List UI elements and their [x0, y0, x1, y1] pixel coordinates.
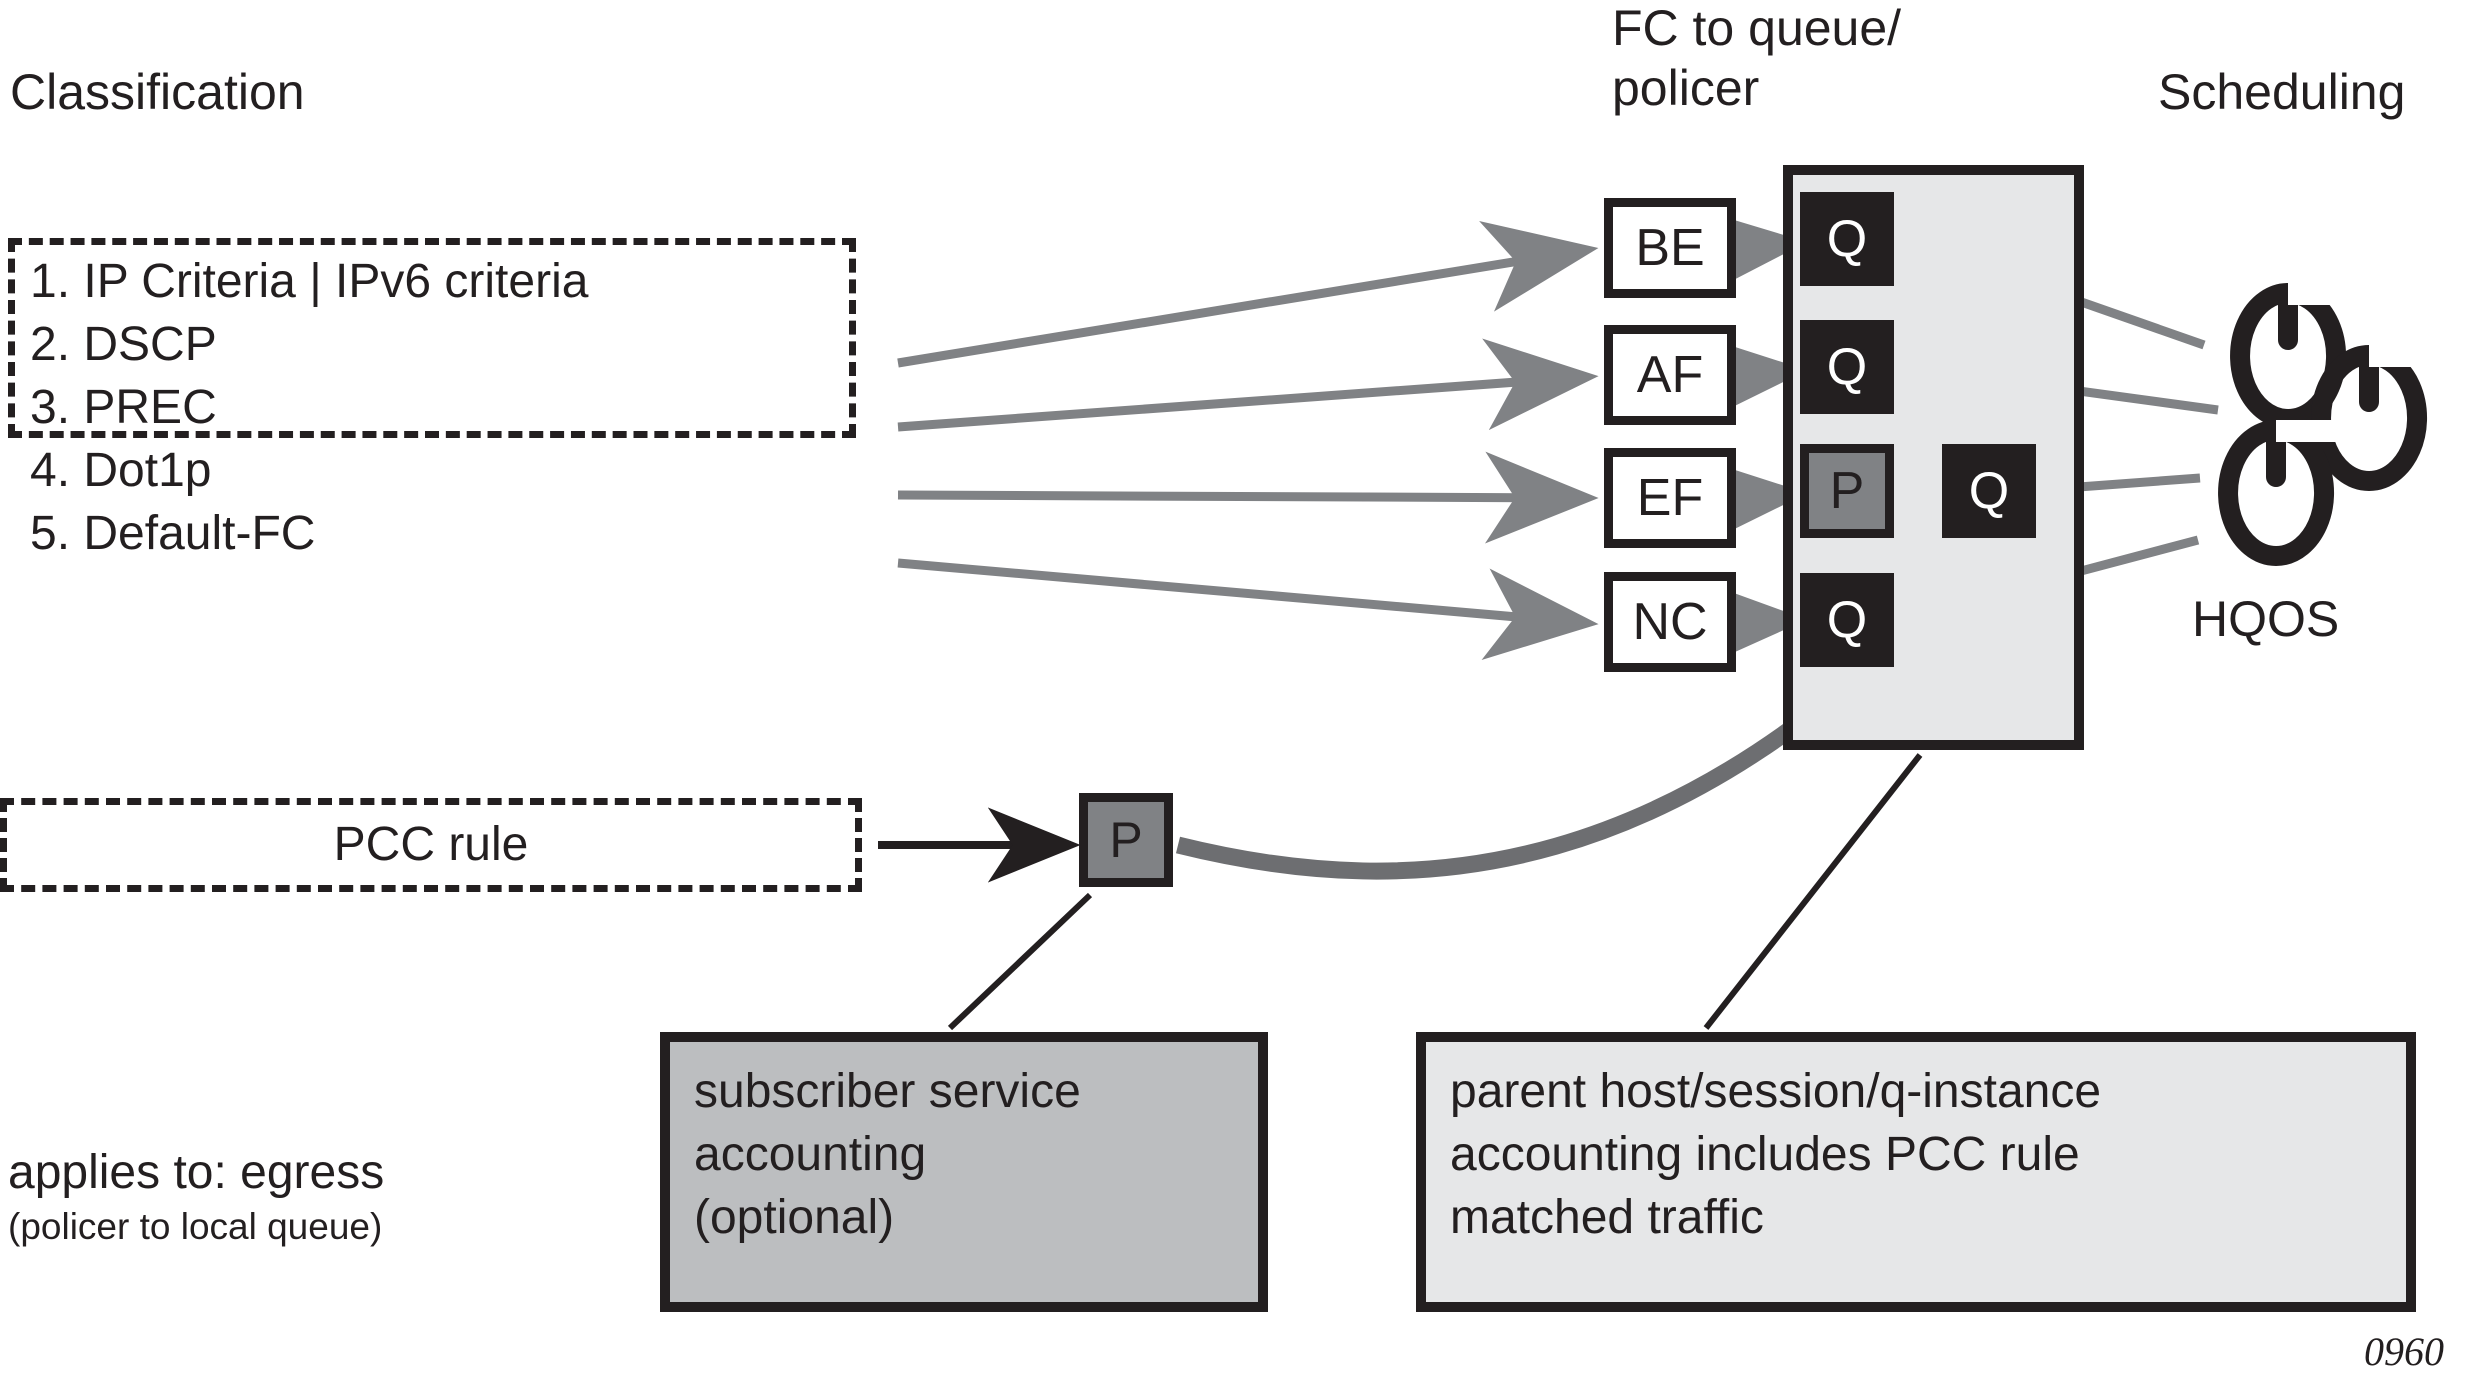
scheduler-glyph-1: [2230, 283, 2347, 429]
note-parent-accounting: parent host/session/q-instance accountin…: [1416, 1032, 2416, 1312]
queue-node-be: Q: [1800, 192, 1894, 286]
classification-criteria-box: [8, 238, 856, 438]
fc-box-be: BE: [1604, 198, 1736, 298]
pcc-policer-node: P: [1079, 793, 1173, 887]
queue-node-label: Q: [1968, 462, 2010, 520]
note-line: (optional): [694, 1191, 895, 1244]
arrow-classification-to-be: [897, 221, 1599, 368]
note-line: matched traffic: [1450, 1191, 1764, 1244]
arrow-classification-to-nc: [897, 558, 1599, 660]
list-item: 5. Default-FC: [30, 507, 316, 560]
policer-node-ef: P: [1800, 444, 1894, 538]
hqos-label: HQOS: [2192, 591, 2340, 647]
queue-node-label: Q: [1826, 338, 1868, 396]
scheduler-glyph-3: [2218, 420, 2335, 566]
note-line: parent host/session/q-instance: [1450, 1065, 2102, 1118]
arrow-classification-to-ef: [897, 451, 1599, 544]
list-item: 2. DSCP: [30, 318, 217, 371]
glyph-cut-2: [2369, 345, 2429, 367]
leader-subscriber-note: [947, 892, 1093, 1031]
leader-parent-note: [1703, 753, 1923, 1030]
policer-node-label: P: [1809, 453, 1885, 529]
pcc-rule-box: [0, 798, 862, 892]
arrow-classification-to-af: [897, 338, 1599, 432]
queue-node-label: Q: [1826, 210, 1868, 268]
fc-label-be: BE: [1635, 219, 1705, 277]
fc-box-ef: EF: [1604, 448, 1736, 548]
pcc-rule-label: PCC rule: [333, 818, 529, 871]
heading-fc-line2: policer: [1612, 60, 1760, 116]
list-item: 1. IP Criteria | IPv6 criteria: [30, 255, 589, 308]
hqos-scheduler-glyph-cuts: [2276, 283, 2429, 442]
queue-node-nc: Q: [1800, 573, 1894, 667]
heading-classification: Classification: [10, 64, 305, 120]
queue-node-label: Q: [1826, 591, 1868, 649]
glyph-cut-3: [2276, 420, 2336, 442]
hqos-scheduler-glyphs: [2218, 283, 2428, 566]
fc-label-ef: EF: [1636, 469, 1704, 527]
figure-id-label: 0960: [2364, 1329, 2444, 1374]
fc-label-af: AF: [1636, 346, 1704, 404]
list-item: 4. Dot1p: [30, 444, 212, 497]
fc-box-af: AF: [1604, 325, 1736, 425]
heading-fc-to-queue-policer: FC to queue/policer: [1612, 0, 1901, 118]
list-item: 3. PREC: [30, 381, 217, 434]
pcc-policer-label: P: [1088, 802, 1164, 878]
queue-node-af: Q: [1800, 320, 1894, 414]
note-subscriber-service-accounting: subscriber service accounting (optional): [660, 1032, 1268, 1312]
note-line: accounting includes PCC rule: [1450, 1128, 2080, 1181]
note-line: accounting: [694, 1128, 927, 1181]
applies-to-note: applies to: egress (policer to local que…: [8, 1144, 648, 1252]
queue-node-ef: Q: [1942, 444, 2036, 538]
applies-to-main: applies to: egress: [8, 1146, 385, 1199]
heading-fc-line1: FC to queue/: [1612, 0, 1902, 56]
classification-to-fc-arrows: [897, 221, 1599, 660]
fc-label-nc: NC: [1632, 593, 1708, 651]
scheduler-glyph-2: [2311, 345, 2428, 491]
note-line: subscriber service: [694, 1065, 1081, 1118]
heading-scheduling: Scheduling: [2158, 64, 2406, 120]
fc-box-nc: NC: [1604, 572, 1736, 672]
classification-criteria-list: 1. IP Criteria | IPv6 criteria 2. DSCP 3…: [30, 250, 850, 565]
applies-to-sub: (policer to local queue): [8, 1206, 383, 1247]
glyph-cut-1: [2288, 283, 2348, 305]
